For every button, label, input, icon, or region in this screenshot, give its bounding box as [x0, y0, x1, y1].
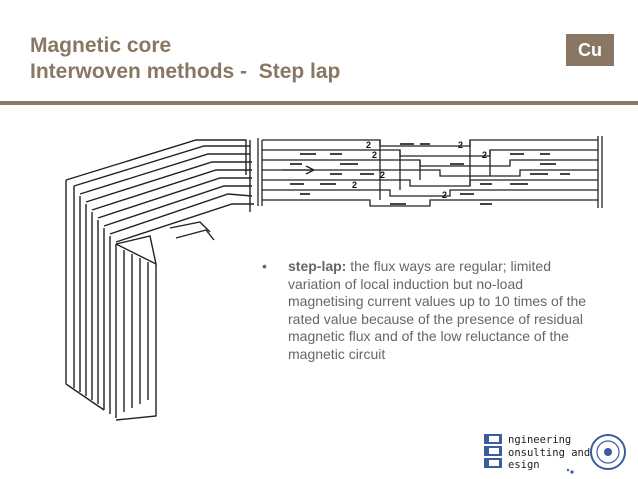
core-corner-drawing: [65, 139, 254, 421]
company-logo: [484, 434, 626, 474]
title-divider: [0, 101, 638, 105]
logo-text: ngineering onsulting and esign: [508, 434, 590, 472]
bullet-symbol: •: [262, 258, 267, 274]
strip-label: 2: [442, 190, 447, 200]
bullet-description: the flux ways are regular; limited varia…: [288, 258, 587, 362]
bullet-body: step-lap: the flux ways are regular; lim…: [288, 258, 592, 363]
strip-label: 2: [352, 180, 357, 190]
strip-label: 2: [372, 150, 377, 160]
strip-label: 2: [366, 140, 371, 150]
logo-line: esign: [508, 459, 540, 471]
cu-badge: Cu: [566, 34, 614, 66]
logo-line: ngineering: [508, 434, 572, 446]
strip-label: 2: [458, 140, 463, 150]
bullet-step-lap: • step-lap: the flux ways are regular; l…: [262, 258, 592, 363]
strip-label: 2: [482, 150, 487, 160]
strip-label: 2: [380, 170, 385, 180]
strip-number-labels: 2 2 2 2 2 2 2: [352, 140, 487, 200]
slide-title: Magnetic core: [30, 34, 172, 57]
seal-icon: [590, 434, 626, 470]
bullet-term: step-lap:: [288, 258, 347, 274]
step-lap-joint-drawing: [257, 136, 603, 208]
logo-line: onsulting and: [508, 446, 591, 459]
slide-subtitle: Interwoven methods - Step lap: [30, 60, 341, 83]
strip-annotation-marks: [290, 143, 570, 205]
